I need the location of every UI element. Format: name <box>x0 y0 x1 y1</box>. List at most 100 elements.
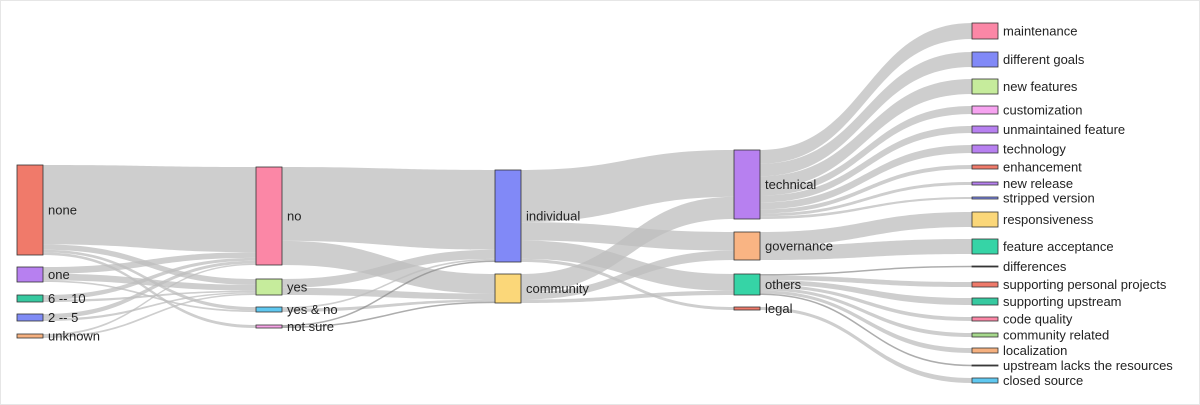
node-none[interactable] <box>16 164 44 256</box>
node-label-different-goals: different goals <box>1003 52 1085 67</box>
node-6-10[interactable] <box>16 294 44 303</box>
link-technical-to-unmaintained-feature <box>760 126 972 203</box>
node-supporting-personal-projects[interactable] <box>971 281 999 288</box>
node-label-yes-no: yes & no <box>287 302 338 317</box>
node-label-new-features: new features <box>1003 79 1078 94</box>
link-legal-to-closed-source <box>760 307 972 383</box>
node-label-supporting-upstream: supporting upstream <box>1003 294 1122 309</box>
node-label-stripped-version: stripped version <box>1003 191 1095 206</box>
node-no[interactable] <box>255 166 283 266</box>
node-label-technology: technology <box>1003 142 1066 157</box>
link-technical-to-new-features <box>760 79 972 189</box>
node-upstream-lacks-the-resources[interactable] <box>971 364 999 367</box>
node-enhancement[interactable] <box>971 164 999 170</box>
link-others-to-community-related <box>760 287 972 337</box>
node-label-legal: legal <box>765 301 793 316</box>
link-2-5-to-no <box>43 260 256 319</box>
link-unknown-to-yes <box>43 293 256 338</box>
link-others-to-code-quality <box>760 284 972 321</box>
node-others[interactable] <box>733 273 761 296</box>
link-yes-no-to-community <box>282 299 495 312</box>
node-unmaintained-feature[interactable] <box>971 125 999 134</box>
node-label-feature-acceptance: feature acceptance <box>1003 239 1114 254</box>
node-differences[interactable] <box>971 265 999 268</box>
link-community-to-others <box>521 290 734 303</box>
node-stripped-version[interactable] <box>971 196 999 200</box>
link-one-to-yes <box>43 273 256 291</box>
node-code-quality[interactable] <box>971 316 999 322</box>
node-label-unmaintained-feature: unmaintained feature <box>1003 122 1125 137</box>
node-technical[interactable] <box>733 149 761 220</box>
link-others-to-localization <box>760 290 972 353</box>
node-label-unknown: unknown <box>48 329 100 344</box>
link-community-to-technical <box>521 196 734 293</box>
link-technical-to-technology <box>760 145 972 210</box>
node-label-responsiveness: responsiveness <box>1003 212 1094 227</box>
node-label-maintenance: maintenance <box>1003 24 1077 39</box>
link-technical-to-maintenance <box>760 23 972 164</box>
link-6-10-to-no <box>43 257 256 300</box>
node-label-upstream-lacks-the-resources: upstream lacks the resources <box>1003 358 1173 373</box>
link-none-to-no <box>43 165 256 253</box>
link-technical-to-enhancement <box>760 165 972 214</box>
link-technical-to-different-goals <box>760 52 972 177</box>
nodes-layer <box>16 22 999 384</box>
node-label-closed-source: closed source <box>1003 373 1083 388</box>
link-others-to-supporting-personal-projects <box>760 275 972 287</box>
node-legal[interactable] <box>733 306 761 311</box>
link-not-sure-to-community <box>281 301 496 328</box>
node-unknown[interactable] <box>16 333 44 339</box>
node-different-goals[interactable] <box>971 51 999 68</box>
node-community-related[interactable] <box>971 332 999 338</box>
node-technology[interactable] <box>971 144 999 154</box>
link-governance-to-responsiveness <box>760 212 972 246</box>
link-community-to-governance <box>521 250 734 300</box>
node-label-new-release: new release <box>1003 176 1073 191</box>
node-label-differences: differences <box>1003 259 1067 274</box>
node-not-sure[interactable] <box>255 324 283 329</box>
node-label-individual: individual <box>526 209 580 224</box>
node-label-none: none <box>48 203 77 218</box>
node-label-customization: customization <box>1003 103 1082 118</box>
node-closed-source[interactable] <box>971 377 999 384</box>
node-customization[interactable] <box>971 105 999 115</box>
link-technical-to-new-release <box>760 182 972 217</box>
node-label-code-quality: code quality <box>1003 312 1073 327</box>
link-individual-to-others <box>521 240 734 291</box>
node-one[interactable] <box>16 266 44 283</box>
link-yes-to-individual <box>282 249 495 288</box>
link-no-to-individual <box>282 167 495 250</box>
node-label-enhancement: enhancement <box>1003 160 1082 175</box>
links-layer <box>43 23 973 383</box>
node-feature-acceptance[interactable] <box>971 238 999 255</box>
node-label-governance: governance <box>765 239 833 254</box>
link-individual-to-technical <box>521 150 734 223</box>
node-label-6-10: 6 -- 10 <box>48 291 86 306</box>
node-governance[interactable] <box>733 231 761 261</box>
link-technical-to-customization <box>760 106 972 196</box>
node-2-5[interactable] <box>16 313 44 322</box>
node-community[interactable] <box>494 273 522 304</box>
node-yes[interactable] <box>255 278 283 296</box>
node-new-release[interactable] <box>971 181 999 186</box>
link-technical-to-stripped-version <box>760 197 972 219</box>
node-maintenance[interactable] <box>971 22 999 40</box>
node-yes-no[interactable] <box>255 306 283 313</box>
node-responsiveness[interactable] <box>971 211 999 228</box>
node-supporting-upstream[interactable] <box>971 297 999 306</box>
node-localization[interactable] <box>971 347 999 354</box>
link-yes-no-to-individual <box>282 258 495 309</box>
link-others-to-supporting-upstream <box>760 280 972 305</box>
link-unknown-to-no <box>43 263 256 336</box>
link-others-to-differences <box>759 265 973 276</box>
node-individual[interactable] <box>494 169 522 263</box>
node-label-supporting-personal-projects: supporting personal projects <box>1003 277 1167 292</box>
node-label-others: others <box>765 277 802 292</box>
link-2-5-to-yes <box>43 292 256 321</box>
link-others-to-upstream-lacks-the-resources <box>759 293 973 367</box>
node-new-features[interactable] <box>971 78 999 95</box>
node-label-localization: localization <box>1003 343 1067 358</box>
